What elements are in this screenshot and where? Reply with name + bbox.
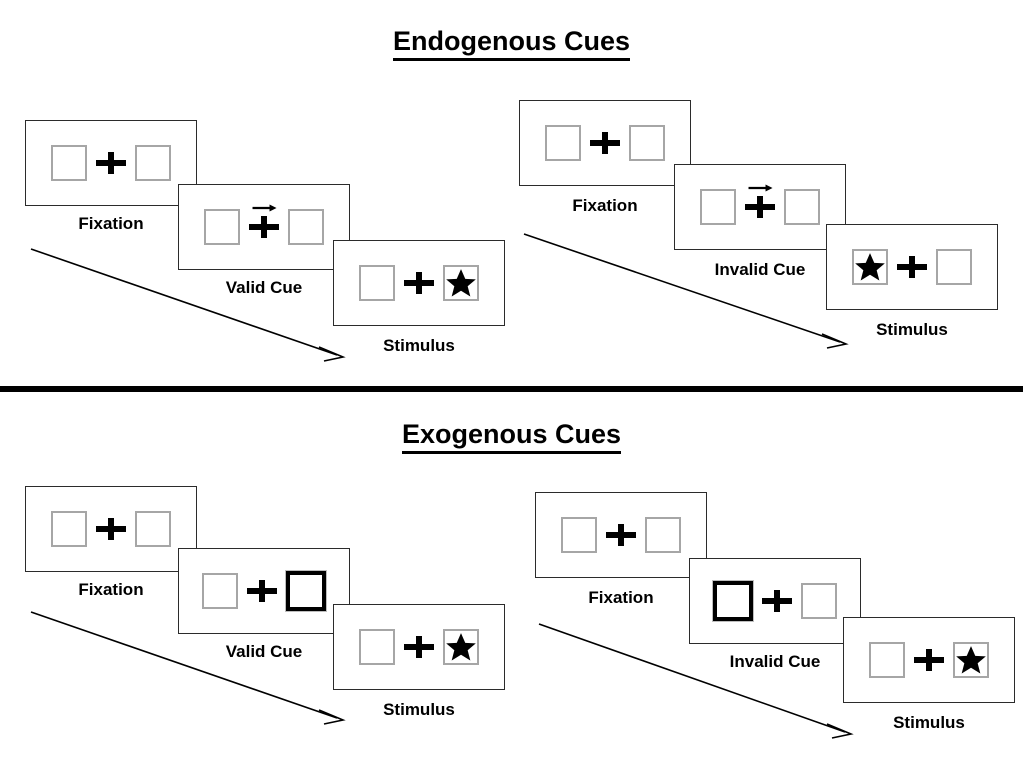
panel-exogenous-invalid-fixation[interactable] — [535, 492, 707, 578]
panel-endogenous-valid-stimulus[interactable] — [333, 240, 505, 326]
placeholder-box-left[interactable] — [359, 265, 395, 301]
placeholder-box-left[interactable] — [359, 629, 395, 665]
placeholder-box-left[interactable] — [700, 189, 736, 225]
placeholder-box-right[interactable] — [629, 125, 665, 161]
placeholder-box-right[interactable] — [135, 511, 171, 547]
fixation-cross-icon — [762, 590, 792, 612]
panel-endogenous-invalid-fixation[interactable] — [519, 100, 691, 186]
panel-label-endogenous-valid-fixation: Fixation — [78, 214, 144, 233]
time-arrow-endogenous-valid — [30, 248, 346, 362]
star-target-icon — [446, 633, 476, 661]
placeholder-box-left[interactable] — [561, 517, 597, 553]
placeholder-box-left[interactable] — [51, 145, 87, 181]
panel-endogenous-valid-fixation[interactable] — [25, 120, 197, 206]
section-title-endogenous: Endogenous Cues — [0, 26, 1023, 61]
fixation-cross-icon — [590, 132, 620, 154]
placeholder-box-left[interactable] — [852, 249, 888, 285]
placeholder-box-left[interactable] — [545, 125, 581, 161]
section-divider — [0, 386, 1023, 392]
fixation-cross-icon — [914, 649, 944, 671]
arrow-right-cue-icon — [252, 204, 277, 212]
time-arrow-endogenous-invalid — [523, 233, 849, 349]
placeholder-box-left-cued[interactable] — [712, 580, 754, 622]
placeholder-box-right[interactable] — [443, 265, 479, 301]
fixation-cross-icon — [96, 152, 126, 174]
fixation-cross-icon — [404, 636, 434, 658]
fixation-cross-icon — [249, 204, 279, 238]
section-title-exogenous-text: Exogenous Cues — [401, 419, 622, 454]
time-arrow-exogenous-valid — [30, 611, 346, 725]
placeholder-box-right[interactable] — [645, 517, 681, 553]
placeholder-box-left[interactable] — [51, 511, 87, 547]
placeholder-box-right[interactable] — [288, 209, 324, 245]
star-target-icon — [956, 646, 986, 674]
section-title-exogenous: Exogenous Cues — [0, 419, 1023, 454]
placeholder-box-left[interactable] — [869, 642, 905, 678]
panel-label-exogenous-valid-cue: Valid Cue — [225, 642, 303, 661]
panel-label-exogenous-invalid-fixation: Fixation — [588, 588, 654, 607]
panel-label-exogenous-valid-fixation: Fixation — [78, 580, 144, 599]
fixation-cross-icon — [404, 272, 434, 294]
panel-label-exogenous-invalid-cue: Invalid Cue — [729, 652, 821, 671]
fixation-cross-icon — [745, 184, 775, 218]
placeholder-box-right-cued[interactable] — [285, 570, 327, 612]
placeholder-box-right[interactable] — [135, 145, 171, 181]
star-target-icon — [446, 269, 476, 297]
fixation-cross-icon — [247, 580, 277, 602]
panel-exogenous-valid-stimulus[interactable] — [333, 604, 505, 690]
panel-label-endogenous-valid-cue: Valid Cue — [225, 278, 303, 297]
panel-label-exogenous-valid-stimulus: Stimulus — [383, 700, 455, 719]
panel-label-endogenous-invalid-cue: Invalid Cue — [714, 260, 806, 279]
panel-endogenous-invalid-cue[interactable] — [674, 164, 846, 250]
panel-exogenous-invalid-stimulus[interactable] — [843, 617, 1015, 703]
fixation-cross-icon — [96, 518, 126, 540]
placeholder-box-right[interactable] — [801, 583, 837, 619]
placeholder-box-right[interactable] — [936, 249, 972, 285]
fixation-cross-icon — [606, 524, 636, 546]
section-title-endogenous-text: Endogenous Cues — [392, 26, 630, 61]
fixation-cross-icon — [897, 256, 927, 278]
panel-label-endogenous-invalid-stimulus: Stimulus — [876, 320, 948, 339]
panel-exogenous-valid-fixation[interactable] — [25, 486, 197, 572]
placeholder-box-right[interactable] — [443, 629, 479, 665]
arrow-right-cue-icon — [748, 184, 773, 192]
time-arrow-exogenous-invalid — [538, 623, 854, 739]
panel-label-endogenous-invalid-fixation: Fixation — [572, 196, 638, 215]
panel-exogenous-valid-cue[interactable] — [178, 548, 350, 634]
panel-label-exogenous-invalid-stimulus: Stimulus — [893, 713, 965, 732]
panel-endogenous-invalid-stimulus[interactable] — [826, 224, 998, 310]
placeholder-box-right[interactable] — [953, 642, 989, 678]
panel-label-endogenous-valid-stimulus: Stimulus — [383, 336, 455, 355]
panel-endogenous-valid-cue[interactable] — [178, 184, 350, 270]
placeholder-box-left[interactable] — [204, 209, 240, 245]
placeholder-box-right[interactable] — [784, 189, 820, 225]
panel-exogenous-invalid-cue[interactable] — [689, 558, 861, 644]
placeholder-box-left[interactable] — [202, 573, 238, 609]
star-target-icon — [855, 253, 885, 281]
